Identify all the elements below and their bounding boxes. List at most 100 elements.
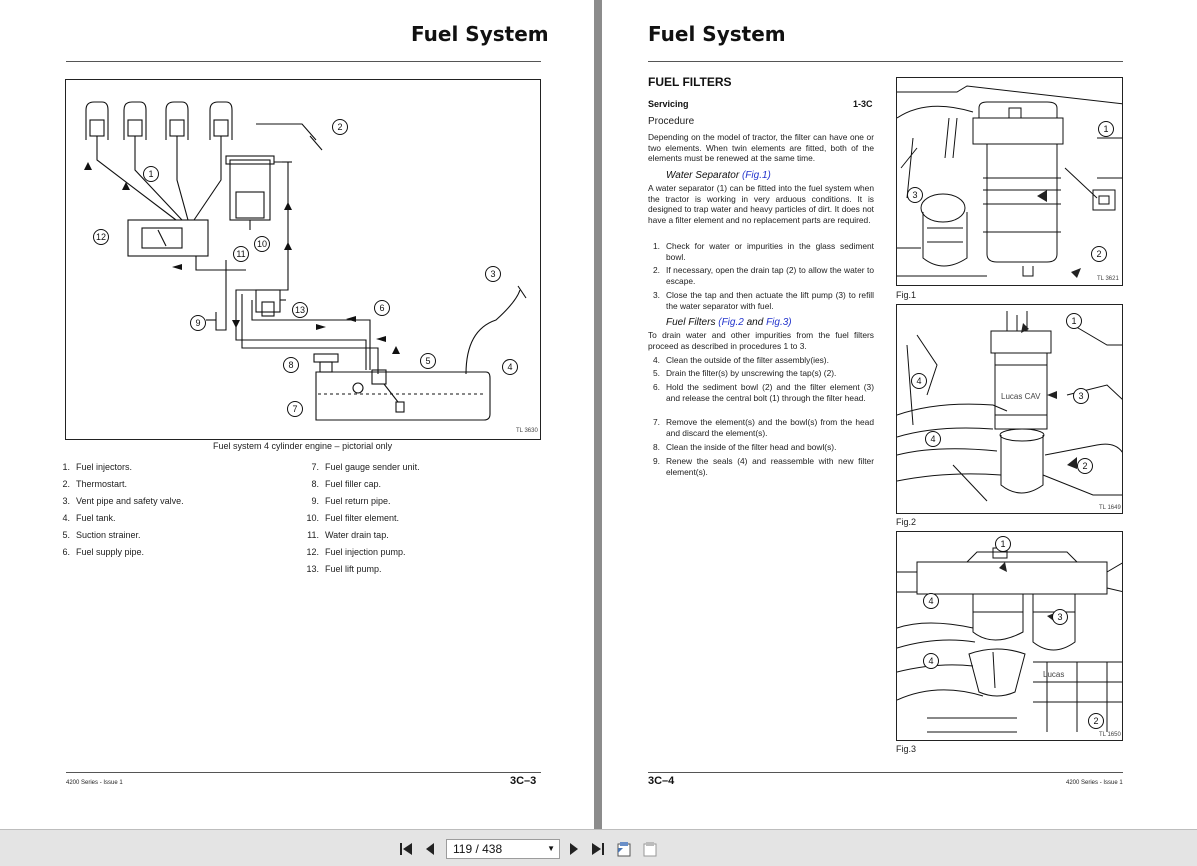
figure-label: Fig.3 bbox=[896, 744, 917, 754]
chevron-down-icon: ▼ bbox=[547, 844, 555, 853]
servicing-heading: Servicing bbox=[648, 99, 689, 109]
figure-callout: 1 bbox=[995, 536, 1011, 552]
step: 1.Check for water or impurities in the g… bbox=[653, 241, 874, 262]
title-rule bbox=[648, 61, 1123, 62]
filter-stamp: Lucas bbox=[1043, 670, 1065, 679]
page-number-select[interactable]: 119 / 438 ▼ bbox=[446, 839, 560, 859]
filter-head-drawing bbox=[897, 547, 1122, 733]
figure-tag: TL 1649 bbox=[1099, 505, 1121, 511]
figure-label: Fig.1 bbox=[896, 290, 917, 300]
intro-text: Depending on the model of tractor, the f… bbox=[648, 132, 874, 164]
figure-callout: 3 bbox=[1073, 388, 1089, 404]
footer-series: 4200 Series - Issue 1 bbox=[66, 780, 123, 786]
fuel-system-drawing bbox=[84, 101, 527, 421]
fig3-link[interactable]: Fig.3 bbox=[766, 317, 789, 328]
figure-callout: 3 bbox=[907, 187, 923, 203]
diagram-callout: 4 bbox=[502, 359, 518, 375]
figure-tag: TL 3630 bbox=[516, 428, 538, 434]
navigation-toolbar: 119 / 438 ▼ bbox=[0, 829, 1197, 866]
step: 6.Hold the sediment bowl (2) and the fil… bbox=[653, 382, 874, 403]
step: 9.Renew the seals (4) and reassemble wit… bbox=[653, 456, 874, 477]
legend-item: 13.Fuel lift pump. bbox=[306, 564, 382, 574]
figure-3-illustration: 1 2 3 4 4 Lucas TL 1650 bbox=[896, 531, 1123, 741]
step: 7.Remove the element(s) and the bowl(s) … bbox=[653, 417, 874, 438]
legend-item: 10.Fuel filter element. bbox=[306, 513, 400, 523]
twin-filter-removal-drawing bbox=[897, 311, 1122, 502]
right-page: Fuel System FUEL FILTERS Servicing 1-3C … bbox=[602, 0, 1197, 829]
diagram-callout: 7 bbox=[287, 401, 303, 417]
page-title: Fuel System bbox=[411, 22, 549, 46]
diagram-callout: 6 bbox=[374, 300, 390, 316]
diagram-callout: 3 bbox=[485, 266, 501, 282]
last-page-icon[interactable] bbox=[589, 840, 607, 858]
first-page-icon[interactable] bbox=[397, 840, 415, 858]
fit-page-icon[interactable] bbox=[615, 840, 633, 858]
figure-callout: 4 bbox=[911, 373, 927, 389]
figure-callout: 2 bbox=[1091, 246, 1107, 262]
footer-series: 4200 Series - Issue 1 bbox=[1066, 780, 1123, 786]
legend-item: 6.Fuel supply pipe. bbox=[62, 547, 145, 557]
water-separator-drawing bbox=[897, 85, 1122, 278]
fuel-filters-heading: Fuel Filters (Fig.2 and Fig.3) bbox=[666, 317, 792, 328]
page-gutter bbox=[594, 0, 602, 829]
diagram-callout: 9 bbox=[190, 315, 206, 331]
step: 8.Clean the inside of the filter head an… bbox=[653, 442, 837, 452]
legend-item: 8.Fuel filler cap. bbox=[311, 479, 382, 489]
fit-width-icon[interactable] bbox=[641, 840, 659, 858]
diagram-callout: 1 bbox=[143, 166, 159, 182]
step: 4.Clean the outside of the filter assemb… bbox=[653, 355, 829, 365]
diagram-callout: 10 bbox=[254, 236, 270, 252]
footer-rule bbox=[648, 772, 1123, 773]
step: 5.Drain the filter(s) by unscrewing the … bbox=[653, 368, 837, 378]
figure-callout: 4 bbox=[925, 431, 941, 447]
legend-item: 12.Fuel injection pump. bbox=[306, 547, 406, 557]
page-number: 3C–3 bbox=[510, 775, 537, 787]
legend-item: 3.Vent pipe and safety valve. bbox=[62, 496, 184, 506]
figure-tag: TL 1650 bbox=[1099, 732, 1121, 738]
figure-callout: 1 bbox=[1066, 313, 1082, 329]
fig1-link[interactable]: (Fig.1) bbox=[741, 170, 771, 181]
diagram-callout: 5 bbox=[420, 353, 436, 369]
footer-rule bbox=[66, 772, 541, 773]
section-heading: FUEL FILTERS bbox=[648, 75, 732, 89]
left-page: Fuel System bbox=[0, 0, 594, 829]
title-rule bbox=[66, 61, 541, 62]
figure-label: Fig.2 bbox=[896, 517, 917, 527]
figure-callout: 1 bbox=[1098, 121, 1114, 137]
previous-page-icon[interactable] bbox=[421, 840, 439, 858]
servicing-reference: 1-3C bbox=[853, 99, 873, 109]
page-number: 3C–4 bbox=[648, 775, 675, 787]
diagram-callout: 8 bbox=[283, 357, 299, 373]
step: 2.If necessary, open the drain tap (2) t… bbox=[653, 265, 874, 286]
next-page-icon[interactable] bbox=[565, 840, 583, 858]
figure-callout: 3 bbox=[1052, 609, 1068, 625]
legend-item: 7.Fuel gauge sender unit. bbox=[311, 462, 420, 472]
fuel-system-diagram: 1 2 3 4 5 6 7 8 9 10 11 12 13 TL 3630 bbox=[65, 79, 541, 440]
figure-1-illustration: 1 2 3 TL 3621 bbox=[896, 77, 1123, 286]
diagram-callout: 2 bbox=[332, 119, 348, 135]
legend-item: 4.Fuel tank. bbox=[62, 513, 116, 523]
water-separator-text: A water separator (1) can be fitted into… bbox=[648, 183, 874, 225]
figure-caption: Fuel system 4 cylinder engine – pictoria… bbox=[213, 441, 393, 451]
step: 3.Close the tap and then actuate the lif… bbox=[653, 290, 874, 311]
procedure-heading: Procedure bbox=[648, 116, 695, 127]
figure-callout: 4 bbox=[923, 653, 939, 669]
figure-2-illustration: 1 2 3 4 4 Lucas CAV TL 1649 bbox=[896, 304, 1123, 514]
legend-item: 11.Water drain tap. bbox=[307, 530, 389, 540]
figure-callout: 2 bbox=[1088, 713, 1104, 729]
fuel-filters-text: To drain water and other impurities from… bbox=[648, 330, 874, 351]
page-title: Fuel System bbox=[648, 22, 786, 46]
figure-tag: TL 3621 bbox=[1097, 276, 1119, 282]
legend-item: 1.Fuel injectors. bbox=[62, 462, 133, 472]
filter-stamp: Lucas CAV bbox=[1001, 392, 1041, 401]
legend-item: 2.Thermostart. bbox=[62, 479, 128, 489]
diagram-callout: 13 bbox=[292, 302, 308, 318]
fig2-link[interactable]: Fig.2 bbox=[721, 317, 744, 328]
water-separator-heading: Water Separator (Fig.1) bbox=[666, 170, 771, 181]
figure-callout: 4 bbox=[923, 593, 939, 609]
figure-callout: 2 bbox=[1077, 458, 1093, 474]
diagram-callout: 11 bbox=[233, 246, 249, 262]
legend-item: 9.Fuel return pipe. bbox=[311, 496, 391, 506]
legend-item: 5.Suction strainer. bbox=[62, 530, 141, 540]
